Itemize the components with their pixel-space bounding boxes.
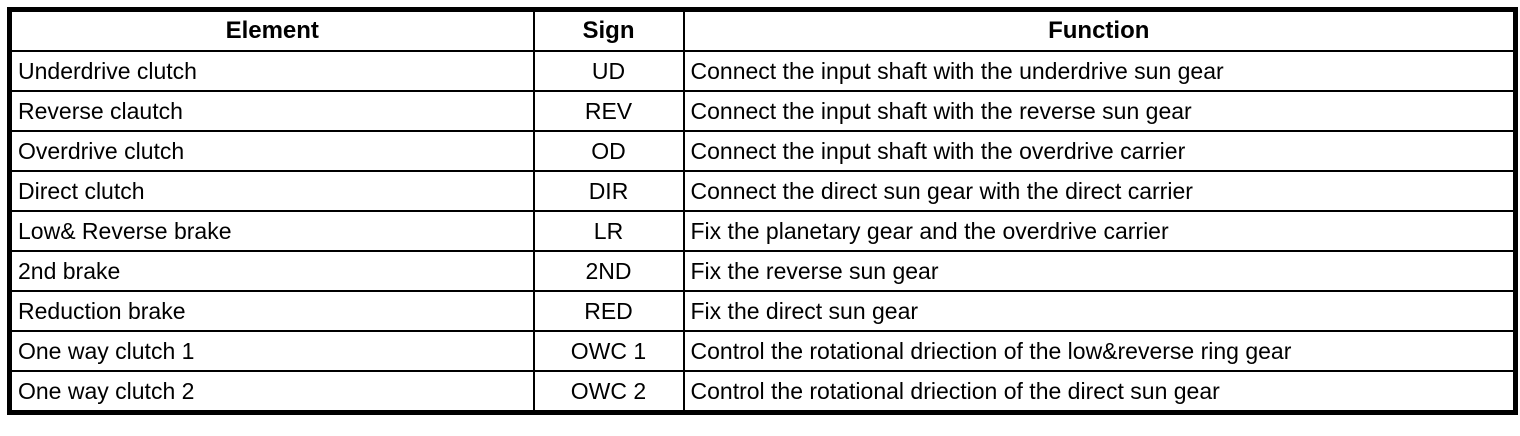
sign-cell: OD xyxy=(532,130,685,172)
element-cell: Direct clutch xyxy=(8,170,535,212)
function-cell: Connect the input shaft with the reverse… xyxy=(682,90,1517,132)
table-row: One way clutch 1 OWC 1 Control the rotat… xyxy=(8,330,1517,372)
table-row: Underdrive clutch UD Connect the input s… xyxy=(8,50,1517,92)
function-cell: Connect the direct sun gear with the dir… xyxy=(682,170,1517,212)
table-header: Element Sign Function xyxy=(8,8,1517,52)
element-cell: One way clutch 2 xyxy=(8,370,535,414)
sign-cell: RED xyxy=(532,290,685,332)
element-cell: Low& Reverse brake xyxy=(8,210,535,252)
sign-cell: UD xyxy=(532,50,685,92)
header-function: Function xyxy=(682,8,1517,52)
table-body: Underdrive clutch UD Connect the input s… xyxy=(8,50,1517,414)
element-cell: Underdrive clutch xyxy=(8,50,535,92)
table-row: Direct clutch DIR Connect the direct sun… xyxy=(8,170,1517,212)
transmission-elements-table: Element Sign Function Underdrive clutch … xyxy=(7,7,1518,415)
element-cell: One way clutch 1 xyxy=(8,330,535,372)
table-row: Reverse clautch REV Connect the input sh… xyxy=(8,90,1517,132)
function-cell: Connect the input shaft with the overdri… xyxy=(682,130,1517,172)
sign-cell: DIR xyxy=(532,170,685,212)
header-row: Element Sign Function xyxy=(8,8,1517,52)
function-cell: Fix the planetary gear and the overdrive… xyxy=(682,210,1517,252)
header-element: Element xyxy=(8,8,535,52)
sign-cell: LR xyxy=(532,210,685,252)
function-cell: Control the rotational driection of the … xyxy=(682,330,1517,372)
table-row: Overdrive clutch OD Connect the input sh… xyxy=(8,130,1517,172)
function-cell: Connect the input shaft with the underdr… xyxy=(682,50,1517,92)
element-cell: Overdrive clutch xyxy=(8,130,535,172)
element-cell: Reduction brake xyxy=(8,290,535,332)
sign-cell: REV xyxy=(532,90,685,132)
header-sign: Sign xyxy=(532,8,685,52)
element-cell: Reverse clautch xyxy=(8,90,535,132)
sign-cell: OWC 1 xyxy=(532,330,685,372)
table-row: Low& Reverse brake LR Fix the planetary … xyxy=(8,210,1517,252)
sign-cell: OWC 2 xyxy=(532,370,685,414)
element-cell: 2nd brake xyxy=(8,250,535,292)
function-cell: Control the rotational driection of the … xyxy=(682,370,1517,414)
function-cell: Fix the reverse sun gear xyxy=(682,250,1517,292)
table-row: 2nd brake 2ND Fix the reverse sun gear xyxy=(8,250,1517,292)
table-row: One way clutch 2 OWC 2 Control the rotat… xyxy=(8,370,1517,414)
function-cell: Fix the direct sun gear xyxy=(682,290,1517,332)
sign-cell: 2ND xyxy=(532,250,685,292)
table-row: Reduction brake RED Fix the direct sun g… xyxy=(8,290,1517,332)
